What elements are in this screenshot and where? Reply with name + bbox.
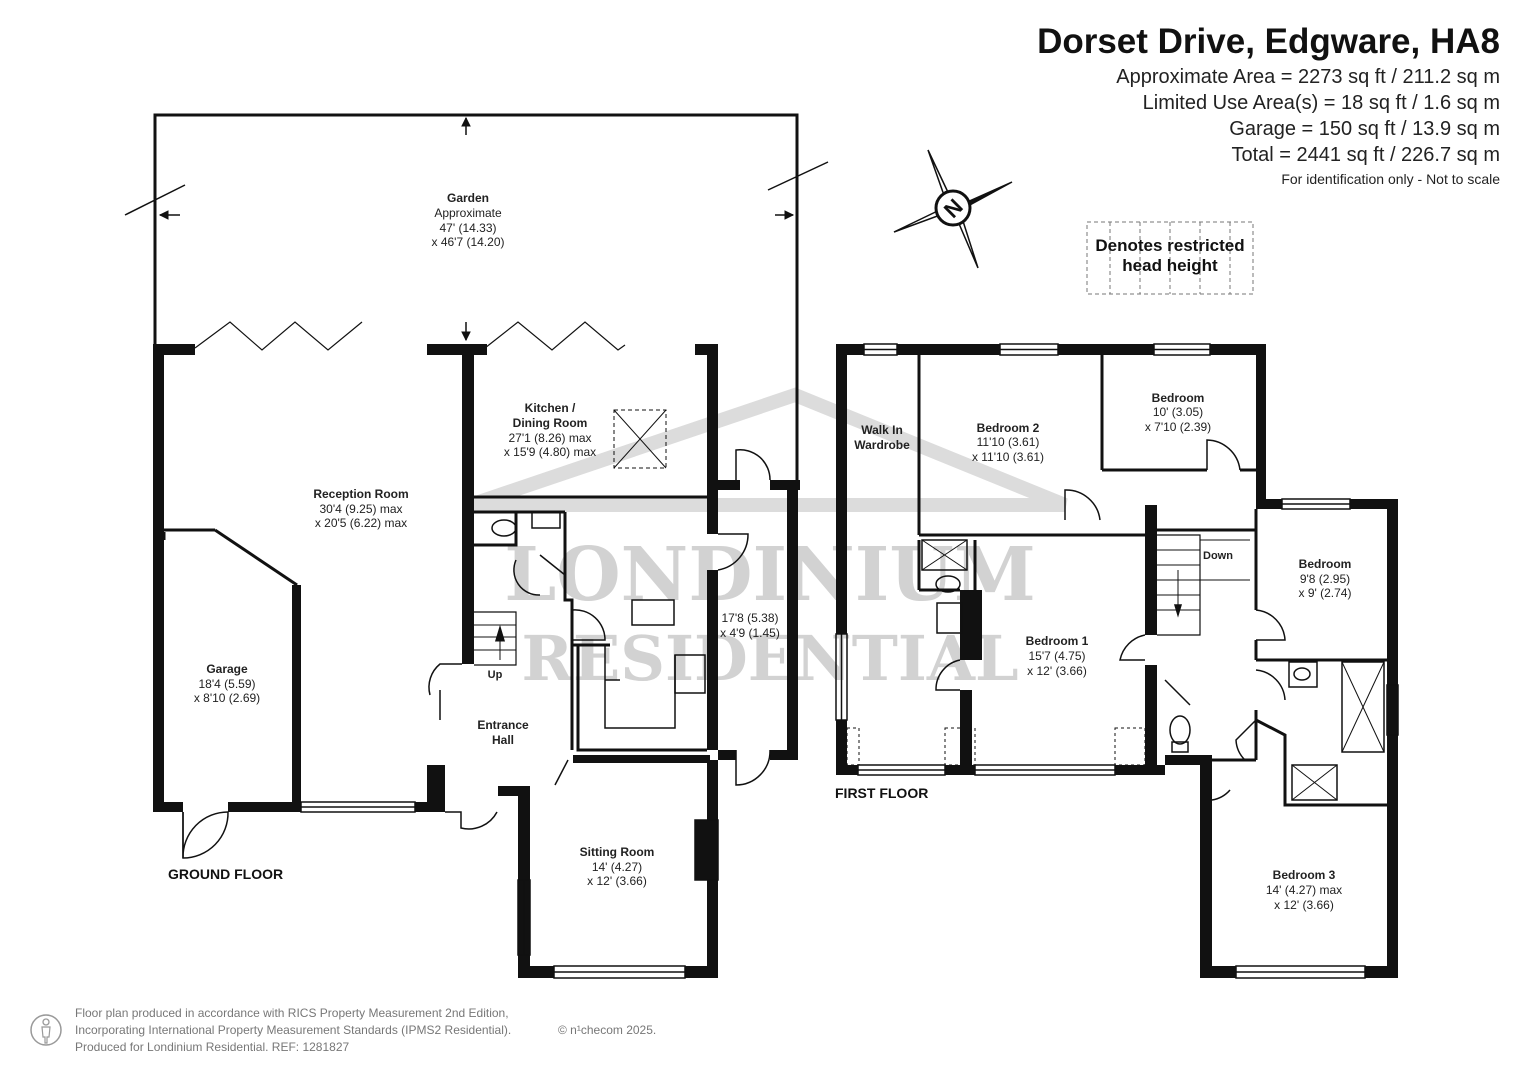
bedroom1-name: Bedroom 1 (1026, 634, 1089, 648)
ground-floor-doors (182, 448, 771, 859)
bedroom2-dim2: x 11'10 (3.61) (972, 450, 1044, 464)
garden-outline (124, 113, 829, 480)
garden-dim1: 47' (14.33) (440, 221, 497, 235)
bedroom-a-dim2: x 7'10 (2.39) (1145, 420, 1211, 434)
first-floor-windows (835, 343, 1399, 979)
property-title: Dorset Drive, Edgware, HA8 (1037, 22, 1500, 61)
kitchen-name1: Kitchen / (525, 401, 576, 415)
stairs-up-label: Up (488, 669, 503, 681)
first-floor-fixtures (846, 534, 1385, 801)
walkin-name2: Wardrobe (854, 438, 910, 452)
bedroom3-dim2: x 12' (3.66) (1274, 898, 1334, 912)
restricted-height-legend: Denotes restricted head height (1087, 222, 1253, 294)
garage-dim2: x 8'10 (2.69) (194, 691, 260, 705)
entrance-name1: Entrance (477, 718, 529, 732)
footer-line2: Incorporating International Property Mea… (75, 1023, 512, 1037)
garage-area: Garage = 150 sq ft / 13.9 sq m (1229, 118, 1500, 140)
room-label-garage: Garage 18'4 (5.59) x 8'10 (2.69) (194, 662, 260, 705)
limited-use-area: Limited Use Area(s) = 18 sq ft / 1.6 sq … (1142, 92, 1500, 114)
reception-name: Reception Room (313, 487, 408, 501)
room-label-bedroom3: Bedroom 3 14' (4.27) max x 12' (3.66) (1266, 868, 1342, 912)
garden-dim2: x 46'7 (14.20) (431, 235, 504, 249)
bedroom2-name: Bedroom 2 (977, 421, 1040, 435)
bedroom-b-dim2: x 9' (2.74) (1299, 586, 1352, 600)
ground-floor-windows (300, 801, 719, 979)
bedroom-a-name: Bedroom (1152, 391, 1205, 405)
garden-name: Garden (447, 191, 489, 205)
restricted-line2: head height (1122, 256, 1218, 275)
bedroom-a-dim1: 10' (3.05) (1153, 405, 1203, 419)
room-label-kitchen: Kitchen / Dining Room 27'1 (8.26) max x … (504, 401, 596, 459)
ground-floor-walls (153, 344, 800, 978)
approx-area: Approximate Area = 2273 sq ft / 211.2 sq… (1116, 66, 1500, 88)
bedroom3-name: Bedroom 3 (1273, 868, 1336, 882)
restricted-legend-box (1086, 221, 1254, 295)
property-header: Dorset Drive, Edgware, HA8 Approximate A… (1037, 20, 1500, 190)
bedroom-b-dim1: 9'8 (2.95) (1300, 572, 1350, 586)
footer-notes: Floor plan produced in accordance with R… (75, 1005, 656, 1056)
footer-line1: Floor plan produced in accordance with R… (75, 1006, 509, 1020)
side-dim2: x 4'9 (1.45) (720, 626, 780, 640)
room-label-bedroom2: Bedroom 2 11'10 (3.61) x 11'10 (3.61) (972, 421, 1044, 464)
room-label-walkin: Walk In Wardrobe (854, 423, 910, 452)
first-floor-thin-walls (917, 355, 1387, 807)
first-floor-doors (935, 439, 1286, 801)
room-label-bedroom-a: Bedroom 10' (3.05) x 7'10 (2.39) (1145, 391, 1211, 434)
footer-copyright: © n¹checom 2025. (558, 1023, 657, 1037)
garden-sub: Approximate (434, 206, 502, 220)
sitting-dim2: x 12' (3.66) (587, 874, 647, 888)
entrance-name2: Hall (492, 733, 514, 747)
watermark-line1: LONDINIUM (504, 532, 1036, 618)
ground-floor-thin-walls (162, 409, 707, 752)
side-dim1: 17'8 (5.38) (722, 611, 779, 625)
first-floor-walls (836, 344, 1398, 978)
identification-note: For identification only - Not to scale (1281, 171, 1500, 187)
room-label-side-passage: 17'8 (5.38) x 4'9 (1.45) (720, 611, 780, 640)
north-compass-icon: N (893, 149, 1013, 269)
room-label-reception: Reception Room 30'4 (9.25) max x 20'5 (6… (313, 487, 408, 530)
room-label-entrance: Entrance Hall (477, 718, 529, 747)
person-icon (30, 1014, 62, 1046)
sitting-name: Sitting Room (580, 845, 655, 859)
walkin-name1: Walk In (861, 423, 903, 437)
sitting-dim1: 14' (4.27) (592, 860, 642, 874)
room-label-sitting: Sitting Room 14' (4.27) x 12' (3.66) (580, 845, 655, 888)
kitchen-dim2: x 15'9 (4.80) max (504, 445, 596, 459)
room-label-bedroom1: Bedroom 1 15'7 (4.75) x 12' (3.66) (1026, 634, 1089, 678)
kitchen-name2: Dining Room (513, 416, 588, 430)
ground-floor-label: GROUND FLOOR (168, 866, 283, 882)
bedroom3-dim1: 14' (4.27) max (1266, 883, 1342, 897)
stairs-down-label: Down (1203, 550, 1233, 562)
room-label-garden: Garden Approximate 47' (14.33) x 46'7 (1… (431, 191, 504, 249)
footer-line3: Produced for Londinium Residential. REF:… (75, 1040, 350, 1054)
garage-name: Garage (206, 662, 248, 676)
reception-dim2: x 20'5 (6.22) max (315, 516, 407, 530)
room-label-bedroom-b: Bedroom 9'8 (2.95) x 9' (2.74) (1299, 557, 1352, 600)
reception-dim1: 30'4 (9.25) max (320, 502, 403, 516)
bedroom1-dim2: x 12' (3.66) (1027, 664, 1087, 678)
garage-dim1: 18'4 (5.59) (199, 677, 256, 691)
restricted-line1: Denotes restricted (1095, 236, 1245, 255)
bedroom-b-name: Bedroom (1299, 557, 1352, 571)
bedroom2-dim1: 11'10 (3.61) (977, 435, 1040, 449)
bedroom1-dim1: 15'7 (4.75) (1029, 649, 1086, 663)
total-area: Total = 2441 sq ft / 226.7 sq m (1231, 144, 1501, 166)
kitchen-dim1: 27'1 (8.26) max (509, 431, 592, 445)
first-floor-label: FIRST FLOOR (835, 785, 928, 801)
